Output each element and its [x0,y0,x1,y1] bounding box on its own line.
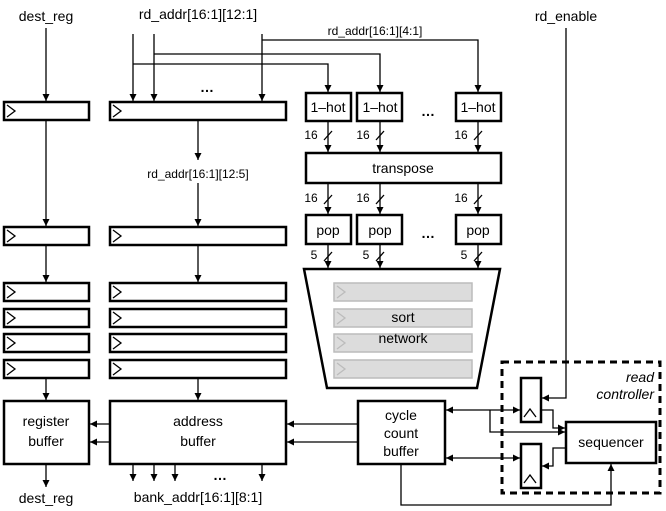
rd-addr-ellipsis: … [200,79,214,95]
popcount-1: pop [304,213,353,246]
svg-text:transpose: transpose [372,160,434,176]
dest-reg-input-label: dest_reg [19,8,73,24]
bank-addr-ellipsis: … [213,467,227,483]
svg-text:address: address [173,413,223,429]
transpose-block: transpose [304,151,503,185]
bus-width-5: 5 [311,248,318,262]
one-hot-encoder-2: 1–hot [355,91,404,123]
pop-ellipsis: … [421,225,435,241]
bank-addr-output-arrows [129,464,266,481]
rd-addr-4-1-label: rd_addr[16:1][4:1] [328,24,423,38]
svg-text:pop: pop [368,222,392,238]
one-hot-ellipsis: … [421,103,435,119]
svg-text:pop: pop [316,222,340,238]
one-hot-to-transpose-buses [323,121,483,152]
svg-text:sort: sort [391,309,414,325]
bus-width-16: 16 [454,191,468,205]
rd-addr-input-label: rd_addr[16:1][12:1] [139,6,257,22]
rd-addr-route-near [133,63,332,92]
buffer-interconnect-arrows [90,420,358,446]
popcount-2: pop [355,213,404,246]
svg-text:1–hot: 1–hot [460,99,495,115]
controller-register-bottom [519,442,543,490]
rd-addr-route-far [262,39,482,92]
svg-text:1–hot: 1–hot [310,99,345,115]
cycle-count-buffer: cycle count buffer [356,399,447,466]
dest-reg-output-label: dest_reg [19,490,73,506]
sort-network: sort network [302,267,502,390]
svg-text:cycle: cycle [385,407,417,423]
svg-text:buffer: buffer [383,443,419,459]
svg-text:buffer: buffer [28,433,64,449]
rd-addr-route-mid [154,53,384,92]
dest-reg-pipeline-registers [2,100,91,380]
bus-width-16: 16 [304,191,318,205]
bus-width-5: 5 [461,248,468,262]
one-hot-encoder-n: 1–hot [454,91,503,123]
svg-text:network: network [378,330,428,346]
bus-width-16: 16 [356,128,370,142]
sequencer-block: sequencer [564,420,658,465]
bus-width-5: 5 [363,248,370,262]
bank-addr-output-label: bank_addr[16:1][8:1] [134,489,262,505]
read-controller-boundary [500,360,662,495]
bus-width-16: 16 [454,128,468,142]
controller-connections [400,406,615,506]
controller-register-top [519,376,543,424]
svg-text:count: count [384,425,418,441]
read-controller-label-2: controller [596,386,655,402]
svg-text:pop: pop [466,222,490,238]
bus-width-16: 16 [356,191,370,205]
popcount-n: pop [454,213,503,246]
rd-addr-12-5-label: rd_addr[16:1][12:5] [147,167,248,181]
svg-text:sequencer: sequencer [578,434,644,450]
svg-text:1–hot: 1–hot [362,99,397,115]
bus-width-16: 16 [304,128,318,142]
pop-to-sort-buses [323,244,483,268]
svg-text:register: register [23,413,70,429]
rd-enable-label: rd_enable [535,8,597,24]
rd-enable-line [542,28,567,402]
read-controller-label-1: read [626,369,655,385]
transpose-to-pop-buses [323,183,483,214]
svg-text:buffer: buffer [180,433,216,449]
one-hot-encoder-1: 1–hot [304,91,353,123]
address-buffer: address buffer [108,399,288,466]
register-buffer: register buffer [2,399,91,466]
